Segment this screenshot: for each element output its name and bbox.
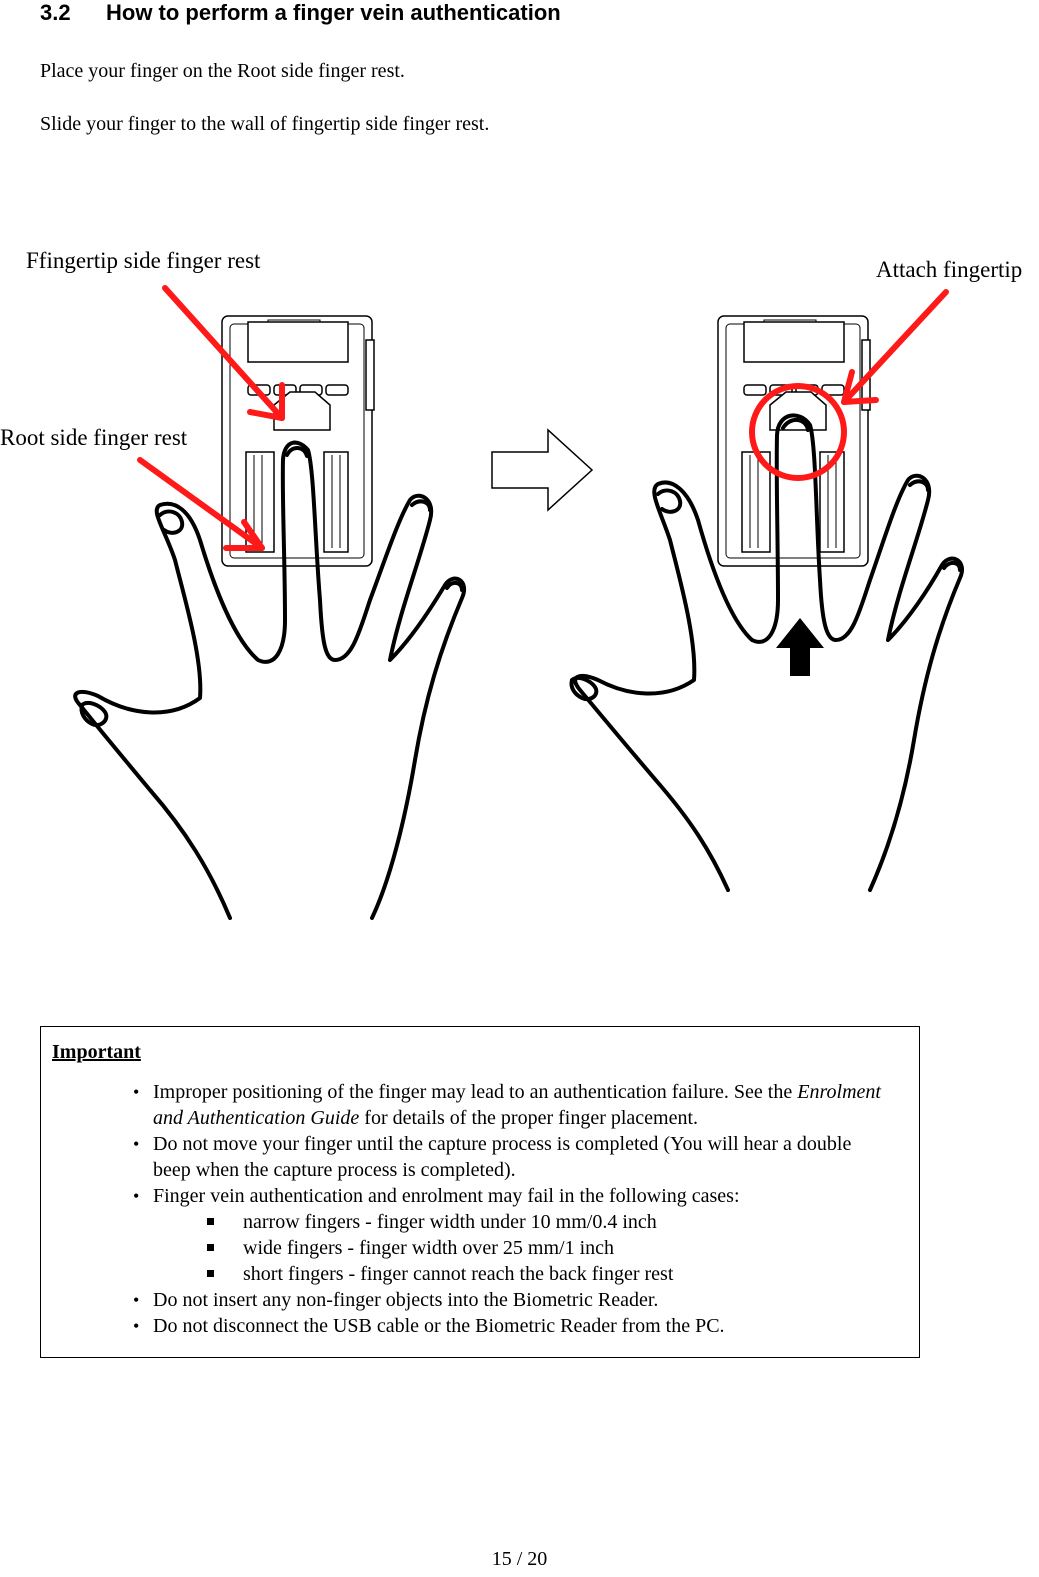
section-title: How to perform a finger vein authenticat… <box>106 0 561 25</box>
progression-arrow <box>491 428 594 512</box>
section-heading: 3.2 How to perform a finger vein authenti… <box>40 0 561 26</box>
instruction-1: Place your finger on the Root side finge… <box>40 60 405 82</box>
important-item-1: Improper positioning of the finger may l… <box>133 1079 893 1131</box>
page-number: 15 / 20 <box>491 1548 548 1570</box>
important-title: Important <box>52 1041 141 1063</box>
important-item-3: Finger vein authentication and enrolment… <box>133 1183 893 1287</box>
failure-cases-list: narrow fingers - finger width under 10 m… <box>153 1209 893 1287</box>
important-item-5: Do not disconnect the USB cable or the B… <box>133 1313 893 1339</box>
failure-case: narrow fingers - finger width under 10 m… <box>207 1209 893 1235</box>
instruction-2: Slide your finger to the wall of fingert… <box>40 113 490 135</box>
failure-case: short fingers - finger cannot reach the … <box>207 1261 893 1287</box>
hand-left <box>73 440 466 920</box>
finger-placement-figure <box>73 285 964 920</box>
important-list: Improper positioning of the finger may l… <box>133 1079 893 1339</box>
label-root-rest: Root side finger rest <box>0 425 188 450</box>
important-item-4: Do not insert any non-finger objects int… <box>133 1287 893 1313</box>
biometric-reader-right <box>717 315 871 567</box>
section-number: 3.2 <box>40 0 71 25</box>
label-fingertip-rest: Ffingertip side finger rest <box>26 248 261 273</box>
important-notice: Important Improper positioning of the fi… <box>40 1026 920 1358</box>
hand-right <box>569 413 964 892</box>
label-attach-fingertip: Attach fingertip <box>876 257 1023 282</box>
important-item-2: Do not move your finger until the captur… <box>133 1131 893 1183</box>
failure-case: wide fingers - finger width over 25 mm/1… <box>207 1235 893 1261</box>
guide-reference: Enrolment and Authentication Guide <box>153 1081 881 1129</box>
annotation-arrows <box>137 285 949 551</box>
slide-up-arrow <box>776 618 824 676</box>
